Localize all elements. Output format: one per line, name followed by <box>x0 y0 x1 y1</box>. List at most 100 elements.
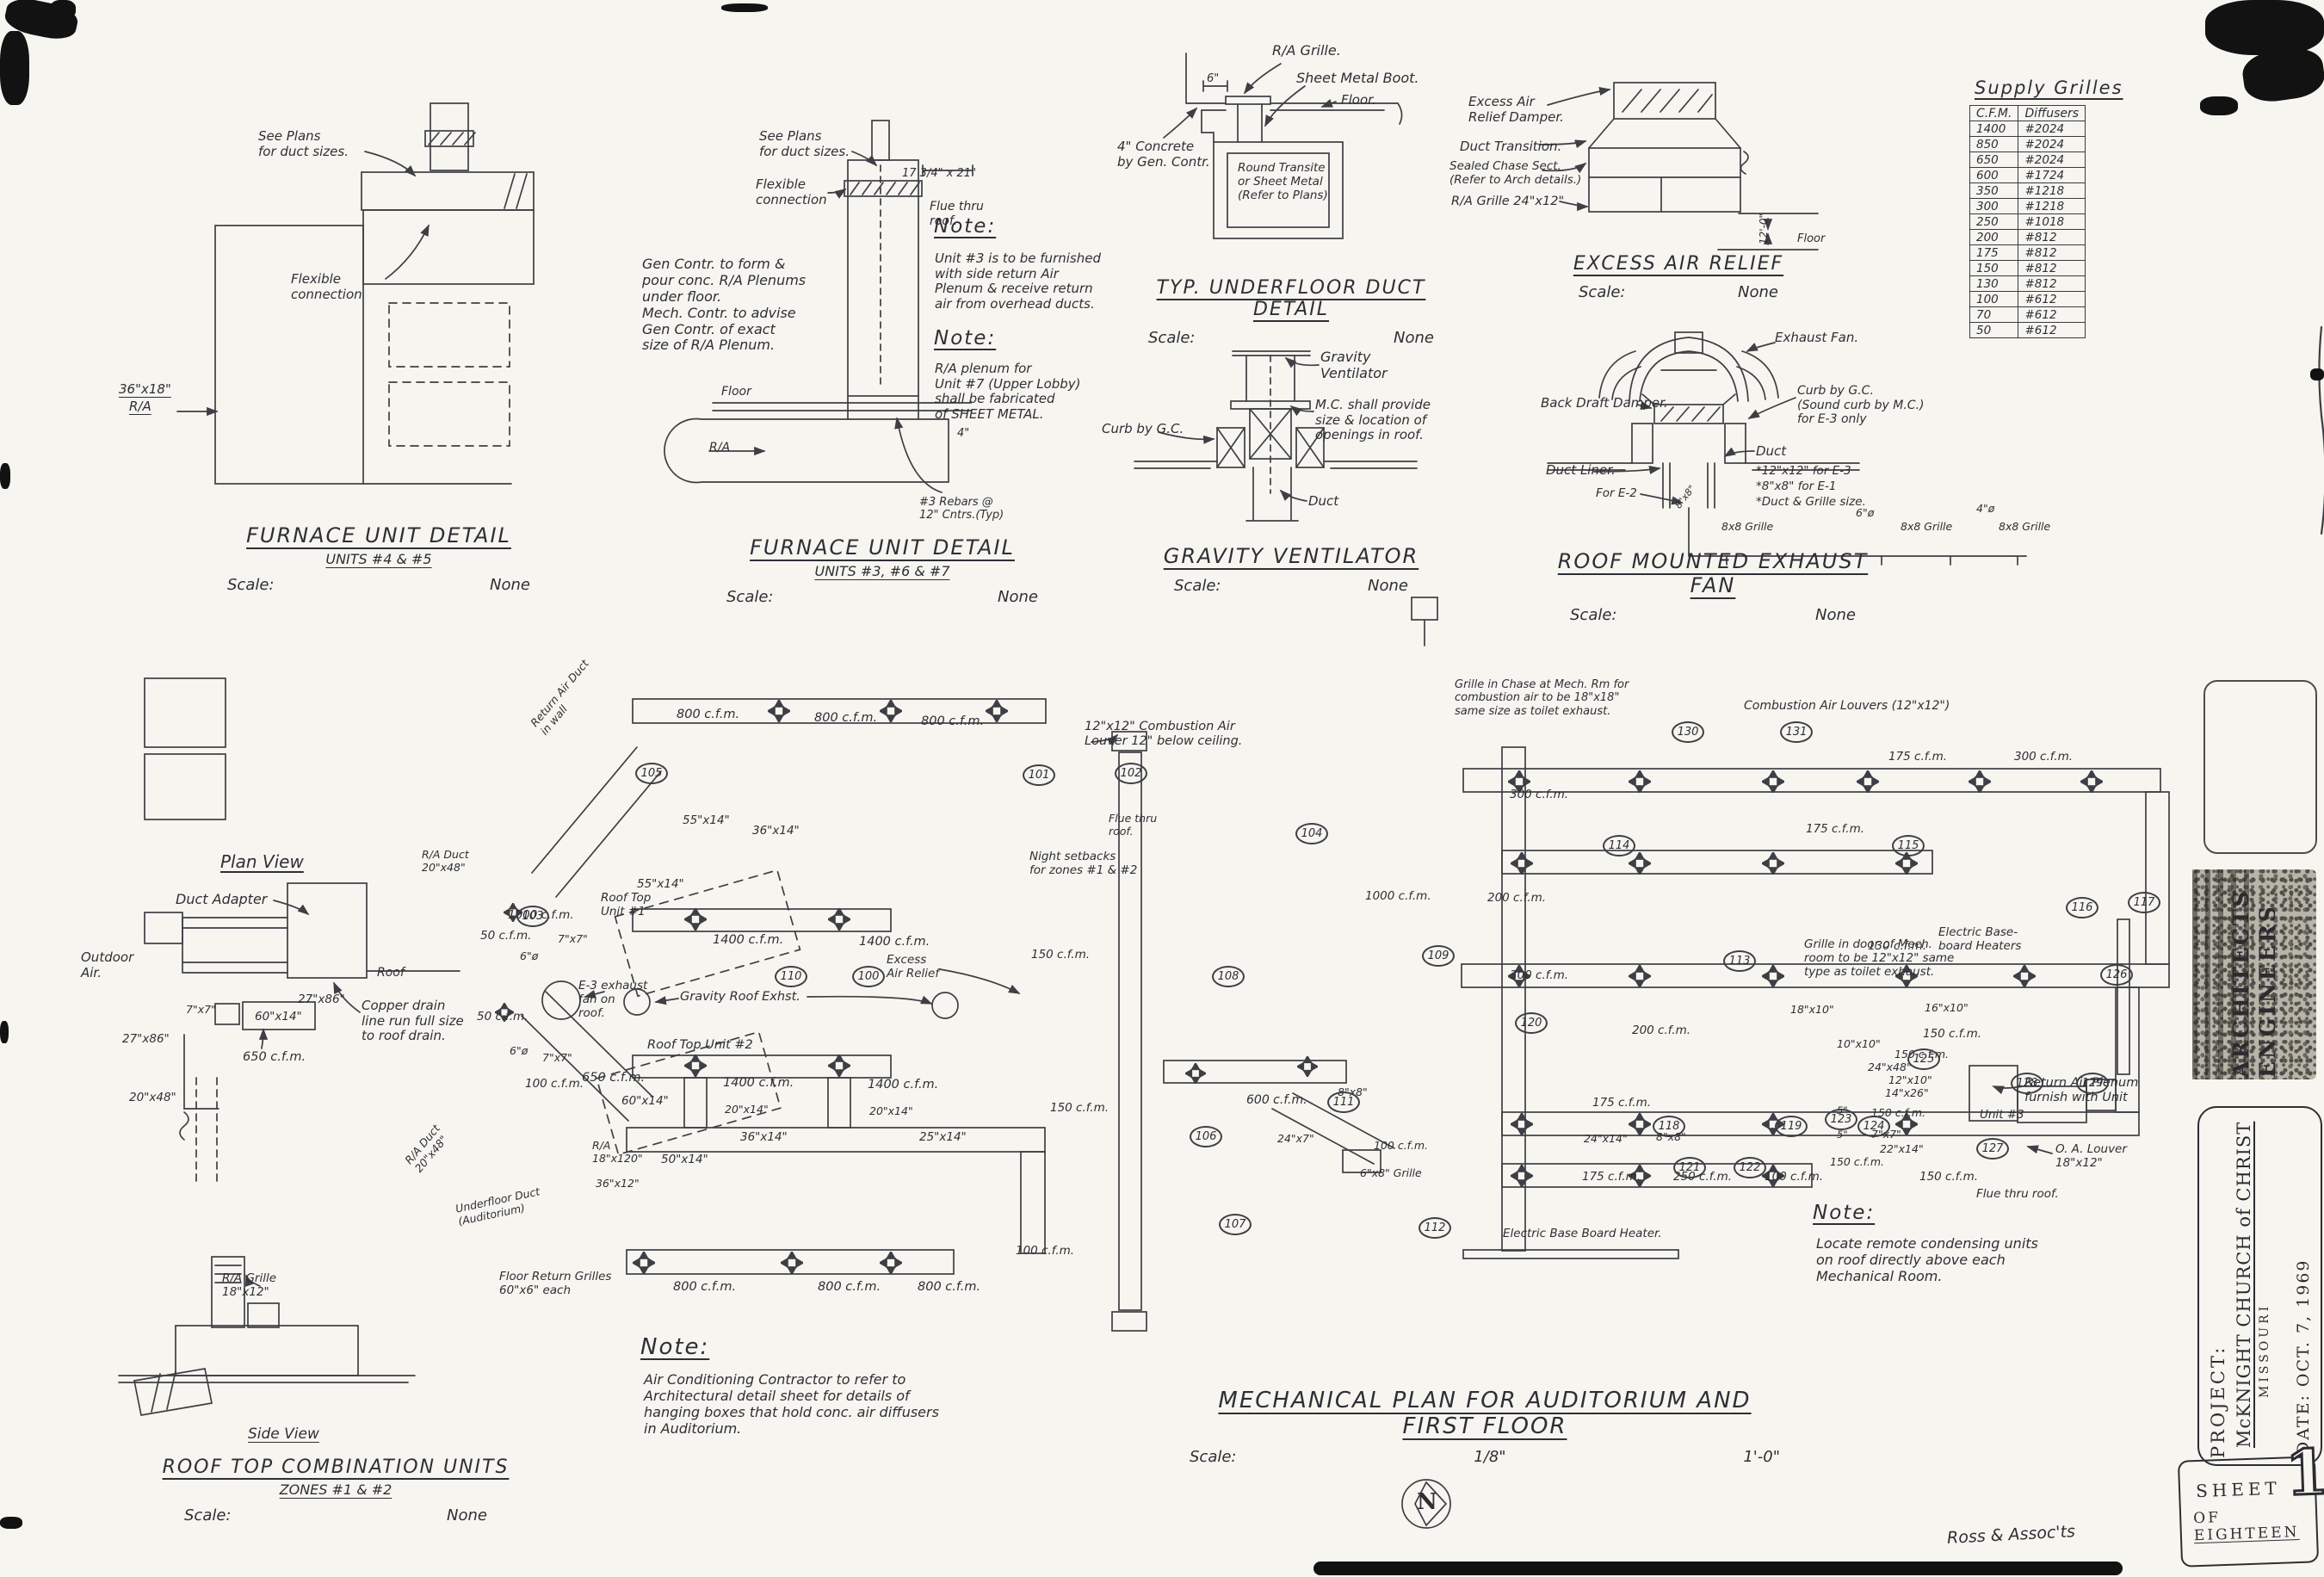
plan-annotation: 18"x10" <box>1790 1003 1834 1016</box>
zone-tag: 100 <box>852 966 885 987</box>
scale-label: Scale: <box>227 576 275 594</box>
plan-annotation: Floor Return Grilles 60"x6" each <box>499 1270 612 1297</box>
plan-annotation: M.C. shall provide size & location of op… <box>1315 397 1431 443</box>
sheet-of-label: OF <box>2192 1508 2222 1527</box>
plan-annotation: Back Draft Damper. <box>1541 395 1668 411</box>
plan-annotation: R/A <box>129 399 151 414</box>
plan-annotation: 6"ø <box>1856 506 1875 519</box>
roof-exhaust-fan-detail <box>1547 331 2027 566</box>
plan-main-title: Mechanical Plan for Auditorium and First… <box>1181 1388 1789 1466</box>
zone-tag: 120 <box>1515 1012 1548 1034</box>
plan-annotation: 27"x86" <box>298 993 345 1006</box>
scale-value: None <box>1738 283 1778 301</box>
scan-blob <box>0 1021 9 1043</box>
scale-value: None <box>447 1506 487 1524</box>
plan-annotation: 800 c.f.m. <box>673 1280 737 1294</box>
plan-annotation: 300 c.f.m. <box>2014 750 2074 764</box>
plan-annotation: Curb by G.C. <box>1102 421 1184 436</box>
scale-label: Scale: <box>1174 577 1221 595</box>
zone-tag: 110 <box>775 966 807 987</box>
plan-annotation: 100 c.f.m. <box>1016 1244 1075 1258</box>
plan-annotation: 50 c.f.m. <box>480 929 532 943</box>
scale-label: Scale: <box>184 1506 232 1524</box>
plan-annotation: 60"x14" <box>255 1010 302 1024</box>
underfloor-duct-detail <box>1163 53 1403 239</box>
plan-annotation: 150 c.f.m. <box>1050 1101 1109 1115</box>
plan-annotation: 36"x18" <box>119 381 171 397</box>
plan-annotation: 800 c.f.m. <box>814 711 878 725</box>
zone-tag: 103 <box>516 906 549 927</box>
plan-annotation: 1400 c.f.m. <box>868 1078 939 1092</box>
plan-annotation: 7"x7" <box>558 932 588 945</box>
project-location: MISSOURI <box>2257 1302 2271 1398</box>
furnace-detail-4-5 <box>176 102 535 485</box>
plan-annotation: 650 c.f.m. <box>582 1071 646 1085</box>
plan-annotation: Air Conditioning Contractor to refer to … <box>644 1371 939 1437</box>
zone-tag: 129 <box>2076 1073 2109 1094</box>
sheet-number-stamp: SHEET 14 OF EIGHTEEN <box>2171 1432 2324 1574</box>
plan-annotation: 36"x12" <box>596 1177 640 1190</box>
detail-title-furnace-4-5: Furnace Unit Detail Units #4 & #5 Scale:… <box>198 523 559 594</box>
project-date: DATE: OCT. 7, 1969 <box>2293 1259 2313 1456</box>
detail-subtitle: Units #3, #6 & #7 <box>814 563 950 579</box>
scale-value: None <box>1368 577 1408 595</box>
plan-annotation: Flue thru roof. <box>1109 812 1158 838</box>
plan-annotation: 55"x14" <box>637 877 684 891</box>
plan-annotation: 6"ø <box>510 1044 528 1057</box>
plan-annotation: 10"x10" <box>1837 1037 1881 1050</box>
scale-label: Scale: <box>726 588 774 606</box>
scan-blob <box>721 3 768 12</box>
plan-annotation: 800 c.f.m. <box>921 714 985 728</box>
scale-value: None <box>998 588 1038 606</box>
plan-annotation: 150 c.f.m. <box>1923 1027 1982 1041</box>
plan-annotation: Outdoor Air. <box>81 949 134 980</box>
table-row: 130#812 <box>1969 275 2086 292</box>
zone-tag: 105 <box>635 763 668 784</box>
firm-name-line2: Engineers <box>2255 904 2280 1078</box>
detail-subtitle: Units #4 & #5 <box>325 551 432 567</box>
plan-annotation: Grille in Chase at Mech. Rm for combusti… <box>1455 678 1629 718</box>
table-row: 650#2024 <box>1969 152 2086 168</box>
plan-annotation: Curb by G.C. (Sound curb by M.C.) for E-… <box>1797 384 1925 427</box>
plan-annotation: Grille in door of Mech. room to be 12"x1… <box>1804 937 1955 979</box>
plan-annotation: 12"x10" <box>1888 1073 1932 1086</box>
plan-annotation: Unit #3 is to be furnished with side ret… <box>935 250 1101 312</box>
plan-annotation: Combustion Air Louvers (12"x12") <box>1744 699 1950 713</box>
zone-tag: 128 <box>2011 1073 2043 1094</box>
zone-tag: 104 <box>1295 823 1328 844</box>
plan-annotation: R/A Grille. <box>1272 42 1341 59</box>
plan-annotation: 22"x14" <box>1880 1142 1924 1155</box>
plan-annotation: Flue thru roof. <box>1976 1187 2059 1201</box>
plan-annotation: R/A Duct 20"x48" <box>422 848 469 874</box>
plan-annotation: Duct Adapter <box>176 891 268 907</box>
plan-annotation: Roof <box>377 966 405 980</box>
plan-annotation: Note: <box>1813 1202 1876 1224</box>
plan-annotation: 55"x14" <box>683 813 730 827</box>
plan-annotation: Floor <box>1797 232 1826 245</box>
table-row: 350#1218 <box>1969 182 2086 199</box>
zone-tag: 101 <box>1023 764 1055 786</box>
firm-logo-streaks <box>2192 869 2254 1079</box>
plan-annotation: 150 c.f.m. <box>1031 948 1091 962</box>
sheet-number: 14 <box>2283 1432 2324 1510</box>
north-arrow-icon <box>1401 325 2324 1529</box>
plan-annotation: 27"x86" <box>122 1032 170 1046</box>
plan-annotation: 24"x7" <box>1277 1132 1314 1145</box>
scan-blob <box>50 0 76 19</box>
zone-tag: 122 <box>1734 1157 1766 1178</box>
project-stamp: PROJECT: McKNIGHT CHURCH of CHRIST MISSO… <box>2197 1106 2322 1466</box>
plan-annotation: 6"ø <box>520 949 539 962</box>
plan-annotation: Note: <box>640 1334 710 1360</box>
detail-title-rooftop-units: Roof Top Combination Units Zones #1 & #2… <box>155 1456 516 1524</box>
table-row: 600#1724 <box>1969 167 2086 183</box>
detail-title-text: Typ. Underfloor Duct Detail <box>1156 277 1426 320</box>
scale-ratio-left: 1/8" <box>1474 1448 1506 1466</box>
zone-tag: 109 <box>1422 945 1455 967</box>
scan-blob <box>2205 0 2324 55</box>
plan-annotation: Side View <box>248 1425 319 1443</box>
plan-annotation: Floor. <box>1341 92 1376 108</box>
plan-annotation: Roof Top Unit #2 <box>647 1038 753 1052</box>
table-row: 70#612 <box>1969 306 2086 323</box>
zone-tag: 115 <box>1892 835 1925 857</box>
